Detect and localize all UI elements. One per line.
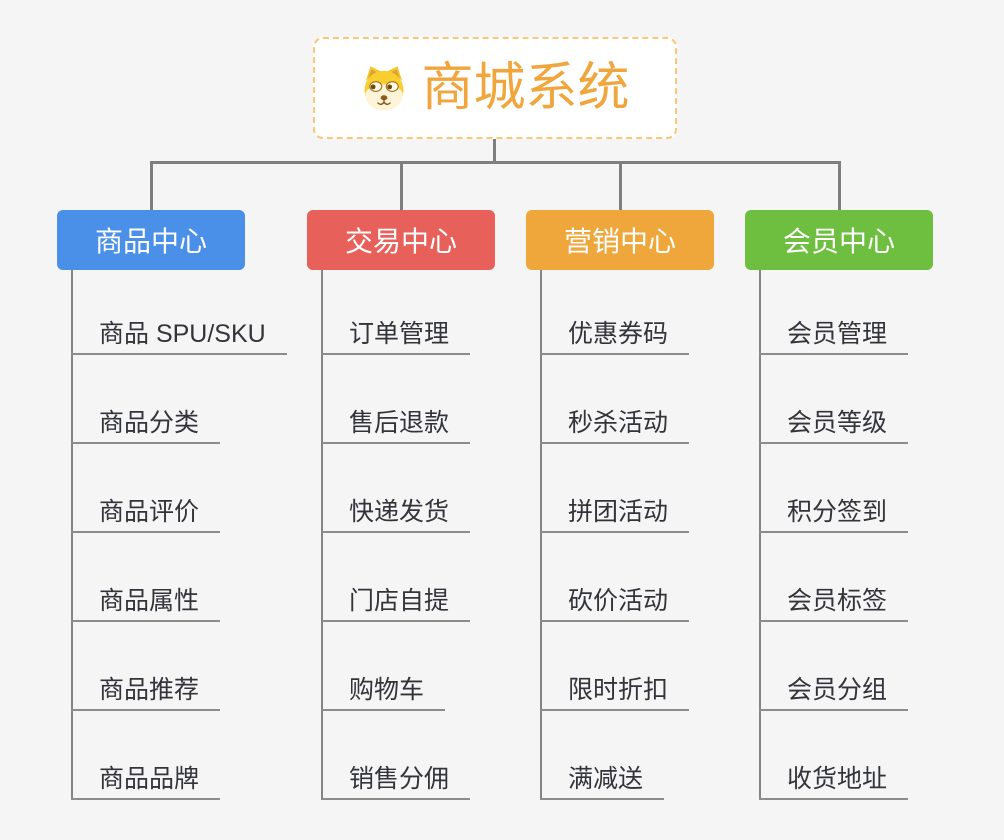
branch-drop-line: [149, 161, 153, 210]
branch-bus-line: [150, 161, 840, 164]
leaf-node[interactable]: 快递发货: [321, 491, 471, 533]
root-node[interactable]: 商城系统: [313, 37, 677, 139]
leaf-node[interactable]: 拼团活动: [540, 491, 690, 533]
leaf-label: 拼团活动: [568, 498, 669, 526]
branch-node[interactable]: 商品中心: [57, 210, 245, 270]
leaf-label: 积分签到: [787, 498, 888, 526]
leaf-node[interactable]: 限时折扣: [540, 669, 690, 711]
leaf-label: 商品分类: [99, 409, 200, 437]
leaf-label: 满减送: [568, 765, 644, 793]
leaf-label: 商品推荐: [99, 676, 200, 704]
leaf-label: 砍价活动: [568, 587, 669, 615]
leaf-node[interactable]: 商品分类: [71, 402, 221, 444]
leaf-label: 会员标签: [787, 587, 888, 615]
leaf-node[interactable]: 积分签到: [759, 491, 909, 533]
leaf-node[interactable]: 销售分佣: [321, 758, 471, 800]
leaf-label: 销售分佣: [349, 765, 450, 793]
leaf-node[interactable]: 售后退款: [321, 402, 471, 444]
doge-face-icon: [364, 66, 404, 111]
leaf-node[interactable]: 优惠券码: [540, 313, 690, 355]
leaf-node[interactable]: 会员标签: [759, 580, 909, 622]
leaf-label: 售后退款: [349, 409, 450, 437]
leaf-label: 秒杀活动: [568, 409, 669, 437]
leaf-label: 会员等级: [787, 409, 888, 437]
branch-node[interactable]: 会员中心: [745, 210, 933, 270]
leaf-node[interactable]: 购物车: [321, 669, 446, 711]
leaf-label: 门店自提: [349, 587, 450, 615]
branch-node[interactable]: 交易中心: [307, 210, 495, 270]
leaf-node[interactable]: 订单管理: [321, 313, 471, 355]
leaf-node[interactable]: 商品推荐: [71, 669, 221, 711]
leaf-node[interactable]: 会员等级: [759, 402, 909, 444]
leaf-node[interactable]: 商品 SPU/SKU: [71, 313, 287, 355]
leaf-label: 快递发货: [349, 498, 450, 526]
leaf-label: 限时折扣: [568, 676, 669, 704]
leaf-node[interactable]: 商品评价: [71, 491, 221, 533]
branch-trunk-line: [759, 270, 761, 800]
leaf-label: 商品评价: [99, 498, 200, 526]
branch-trunk-line: [71, 270, 73, 800]
leaf-label: 商品 SPU/SKU: [99, 320, 266, 348]
leaf-label: 购物车: [349, 676, 425, 704]
leaf-label: 收货地址: [787, 765, 888, 793]
branch-trunk-line: [540, 270, 542, 800]
leaf-label: 会员分组: [787, 676, 888, 704]
leaf-label: 优惠券码: [568, 320, 669, 348]
branch-drop-line: [837, 161, 841, 210]
leaf-node[interactable]: 会员管理: [759, 313, 909, 355]
leaf-label: 商品属性: [99, 587, 200, 615]
branch-trunk-line: [321, 270, 323, 800]
leaf-node[interactable]: 砍价活动: [540, 580, 690, 622]
leaf-node[interactable]: 会员分组: [759, 669, 909, 711]
root-title: 商城系统: [421, 59, 630, 117]
leaf-label: 会员管理: [787, 320, 888, 348]
branch-drop-line: [618, 161, 622, 210]
branch-drop-line: [399, 161, 403, 210]
leaf-node[interactable]: 商品品牌: [71, 758, 221, 800]
root-stub-line: [493, 139, 496, 162]
branch-node[interactable]: 营销中心: [526, 210, 714, 270]
leaf-label: 订单管理: [349, 320, 450, 348]
leaf-node[interactable]: 收货地址: [759, 758, 909, 800]
leaf-node[interactable]: 门店自提: [321, 580, 471, 622]
leaf-node[interactable]: 商品属性: [71, 580, 221, 622]
leaf-node[interactable]: 秒杀活动: [540, 402, 690, 444]
leaf-node[interactable]: 满减送: [540, 758, 665, 800]
leaf-label: 商品品牌: [99, 765, 200, 793]
